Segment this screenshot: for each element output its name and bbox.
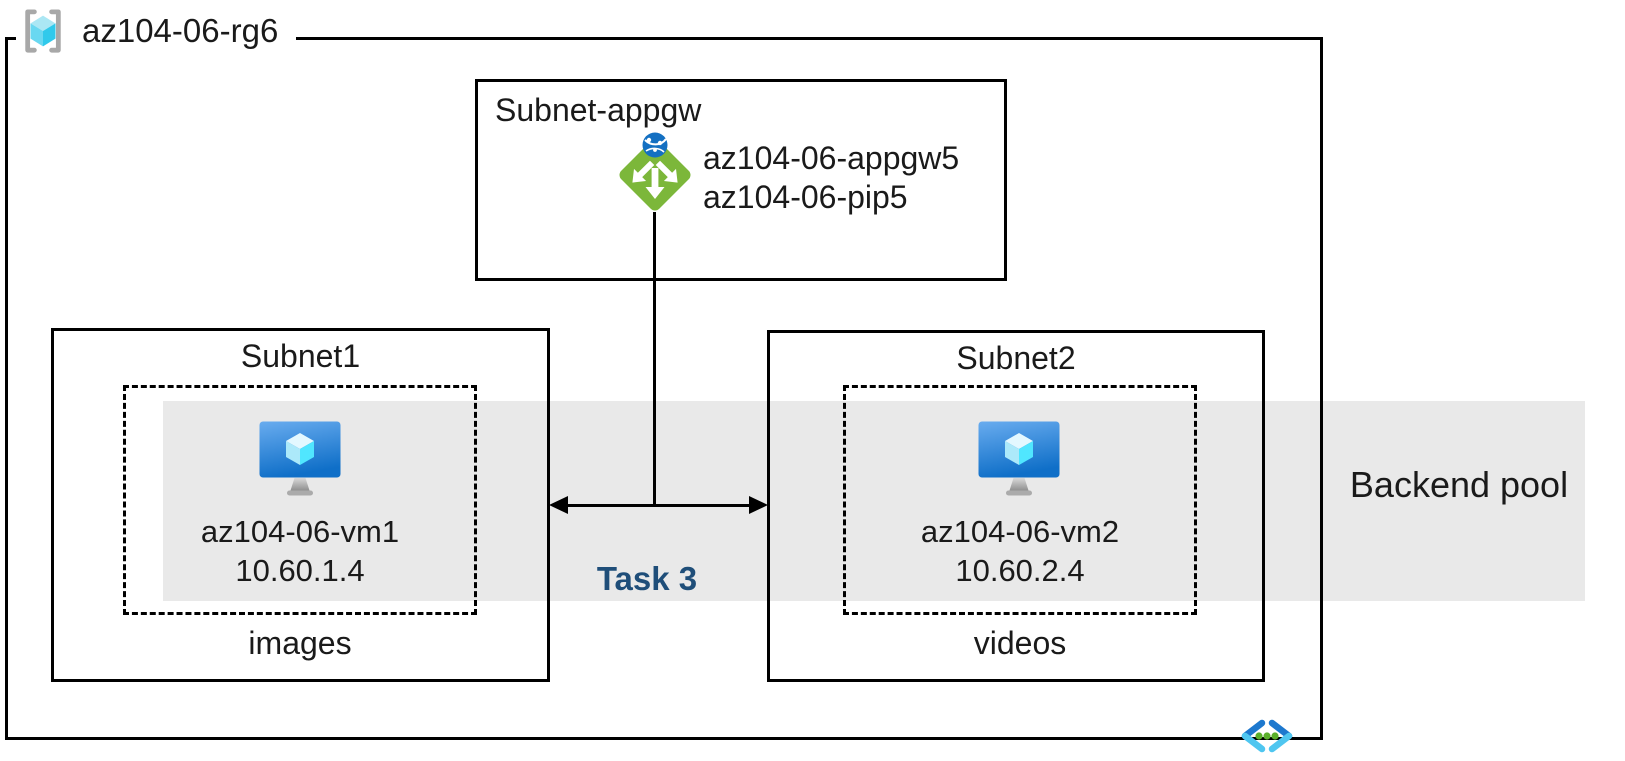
virtual-network-icon xyxy=(1241,719,1293,753)
backend-arrow-line xyxy=(562,504,760,507)
subnet1-box: Subnet1 xyxy=(51,328,550,682)
subnet2-caption: videos xyxy=(973,625,1067,661)
appgw-labels: az104-06-appgw5 az104-06-pip5 xyxy=(703,139,959,217)
appgw-connector-line xyxy=(653,212,656,507)
task-label: Task 3 xyxy=(596,560,698,597)
subnet-appgw-title: Subnet-appgw xyxy=(495,92,702,128)
appgw-public-ip-name: az104-06-pip5 xyxy=(703,179,908,215)
backend-pool-band xyxy=(163,401,1585,601)
arrow-left-head xyxy=(549,496,568,514)
subnet2-title: Subnet2 xyxy=(956,340,1076,376)
application-gateway-icon xyxy=(619,132,691,211)
vm2-name: az104-06-vm2 xyxy=(920,514,1120,549)
appgw-name: az104-06-appgw5 xyxy=(703,140,960,176)
virtual-machine-icon xyxy=(259,421,341,496)
vm1-ip-address: 10.60.1.4 xyxy=(235,553,365,588)
resource-group-icon xyxy=(25,9,61,53)
resource-group-box xyxy=(5,37,1323,740)
vm2-ip-address: 10.60.2.4 xyxy=(955,553,1085,588)
subnet1-caption: images xyxy=(248,625,352,661)
resource-group-header: az104-06-rg6 xyxy=(16,6,297,56)
vm1-name: az104-06-vm1 xyxy=(200,514,400,549)
virtual-machine-icon xyxy=(978,421,1060,496)
backend-pool-label: Backend pool xyxy=(1349,464,1569,505)
resource-group-name: az104-06-rg6 xyxy=(82,12,279,49)
arrow-right-head xyxy=(749,496,768,514)
subnet2-box: Subnet2 xyxy=(767,330,1265,682)
subnet1-title: Subnet1 xyxy=(240,338,361,374)
subnet1-vm-group-box xyxy=(123,385,477,615)
subnet2-vm-group-box xyxy=(843,385,1197,615)
subnet-appgw-box: Subnet-appgw xyxy=(475,79,1007,281)
